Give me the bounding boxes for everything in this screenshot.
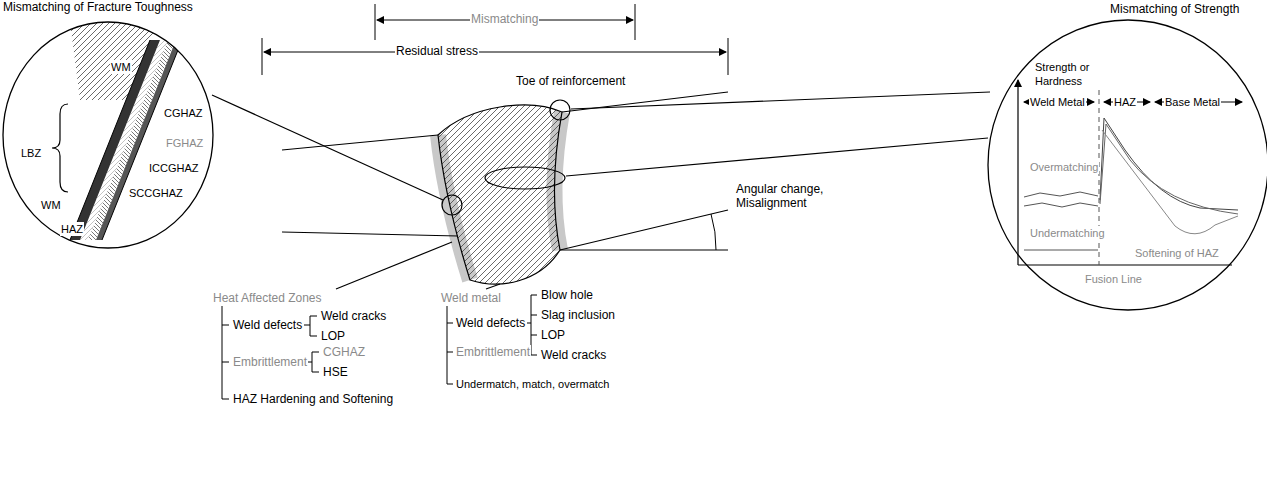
leader-lines (212, 92, 990, 289)
iccghaz-band (88, 40, 176, 240)
weld-joint (282, 92, 728, 284)
tree-label: LOP (540, 328, 566, 342)
zone-label: FGHAZ (165, 136, 204, 150)
tree-label: Heat Affected Zones (212, 291, 323, 305)
tree-label: Weld cracks (320, 309, 387, 323)
toughness-zones (70, 22, 182, 240)
callout-label: Toe of reinforcement (515, 74, 626, 88)
fghaz-band (80, 40, 168, 240)
cghaz-band (70, 40, 160, 240)
zone-label: ICCGHAZ (148, 161, 200, 175)
tree-label: Weld defects (455, 316, 526, 330)
tree-label: HSE (322, 365, 349, 379)
zone-label: WM (40, 198, 62, 212)
dimension-arrows (262, 4, 728, 75)
zone-label: LBZ (20, 146, 42, 160)
tree-label: Embrittlement (455, 345, 531, 359)
tree-label: Weld metal (440, 291, 502, 305)
zone-label: WM (110, 60, 132, 74)
tree-label: Undermatch, match, overmatch (455, 377, 610, 391)
dimension-label: Residual stress (395, 44, 479, 58)
axis-label: Fusion Line (1084, 272, 1143, 286)
inset-circle: Mismatching of Fracture ToughnessWM CGHAZ… (0, 0, 232, 252)
tree-label: Weld cracks (540, 348, 607, 362)
strength-chart (1018, 80, 1242, 265)
curve-label: Undermatching (1029, 226, 1106, 240)
curve-label: Overmatching (1029, 160, 1099, 174)
inset-title: Mismatching of Fracture Toughness (2, 0, 194, 14)
tree-label: CGHAZ (322, 345, 366, 359)
tree-label: Embrittlement (232, 355, 308, 369)
circle-outline (984, 0, 1267, 314)
region-label: Weld Metal (1029, 95, 1086, 109)
tree-label: Weld defects (232, 318, 303, 332)
region-label: Base Metal (1164, 95, 1221, 109)
circle-outline (988, 20, 1267, 310)
tree-label: HAZ Hardening and Softening (232, 392, 394, 406)
zone-label: SCCGHAZ (128, 186, 184, 200)
tree-label: Slag inclusion (540, 308, 616, 322)
inset-circle: Mismatching of StrengthStrength or Hardn… (984, 0, 1267, 314)
circle-outline (3, 22, 213, 248)
axis-label: Strength or Hardness (1034, 60, 1100, 88)
dimension-label: Mismatching (470, 12, 539, 26)
zone-label: CGHAZ (163, 106, 204, 120)
tree-label: Blow hole (540, 288, 594, 302)
curve-label: Softening of HAZ (1134, 246, 1220, 260)
callout-label: Angular change, Misalignment (735, 182, 837, 210)
lbz-brace (52, 104, 68, 192)
region-label: HAZ (1113, 95, 1137, 109)
inset-title: Mismatching of Strength (1109, 2, 1240, 16)
tree-label: LOP (320, 329, 346, 343)
zone-label: HAZ (60, 222, 84, 236)
circle-outline (0, 0, 232, 252)
